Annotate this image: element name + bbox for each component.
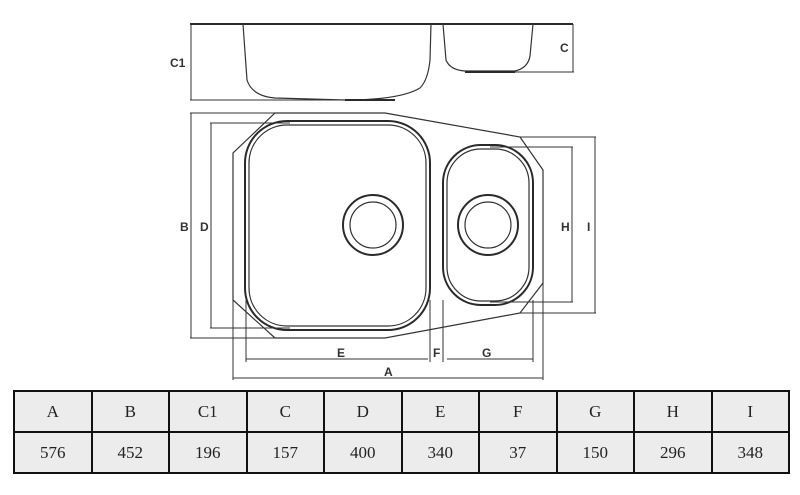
dim-label-c: C — [560, 41, 569, 55]
dim-label-d: D — [200, 220, 209, 234]
header-cell: C — [245, 390, 325, 433]
dim-label-e: E — [337, 346, 345, 360]
value-cell: 340 — [400, 431, 480, 474]
header-cell: H — [633, 390, 713, 433]
value-cell: 576 — [13, 431, 93, 474]
side-view: C1 C — [170, 23, 574, 101]
table-header-row: A B C1 C D E F G H I — [13, 390, 790, 433]
dim-label-i: I — [587, 220, 590, 234]
value-cell: 348 — [710, 431, 790, 474]
dim-label-g: G — [482, 346, 491, 360]
top-view: B D H I E F G A — [180, 112, 596, 380]
header-cell: I — [710, 390, 790, 433]
header-cell: C1 — [168, 390, 248, 433]
value-cell: 157 — [245, 431, 325, 474]
value-cell: 452 — [90, 431, 170, 474]
value-cell: 196 — [168, 431, 248, 474]
value-cell: 37 — [478, 431, 558, 474]
header-cell: E — [400, 390, 480, 433]
header-cell: D — [323, 390, 403, 433]
header-cell: F — [478, 390, 558, 433]
dim-label-f: F — [433, 346, 440, 360]
dim-label-a: A — [384, 365, 393, 379]
header-cell: A — [13, 390, 93, 433]
header-cell: G — [555, 390, 635, 433]
value-cell: 150 — [555, 431, 635, 474]
dim-label-h: H — [561, 220, 570, 234]
value-cell: 400 — [323, 431, 403, 474]
value-cell: 296 — [633, 431, 713, 474]
dim-label-b: B — [180, 220, 189, 234]
table-row: 576 452 196 157 400 340 37 150 296 348 — [13, 431, 790, 474]
dimensions-table: A B C1 C D E F G H I 576 452 196 157 400… — [13, 390, 790, 474]
dim-label-c1: C1 — [170, 56, 186, 70]
header-cell: B — [90, 390, 170, 433]
